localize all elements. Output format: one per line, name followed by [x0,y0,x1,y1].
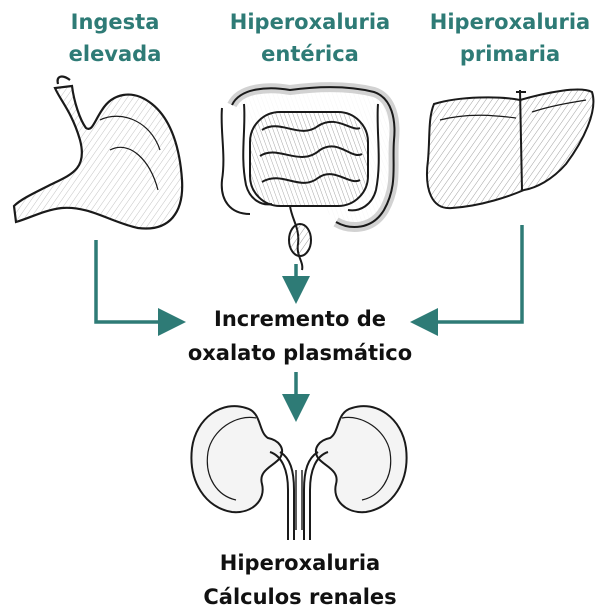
stomach-icon [14,77,182,229]
kidneys-icon [191,406,406,540]
label-enteric: Hiperoxaluria entérica [205,6,415,70]
label-outcome-line2: Cálculos renales [170,580,430,614]
arrow-from-primary [424,225,522,322]
label-primary-line2: primaria [420,38,600,70]
label-outcome-line1: Hiperoxaluria [170,546,430,580]
label-primary-line1: Hiperoxaluria [420,6,600,38]
arrow-from-intake [96,240,172,322]
label-enteric-line1: Hiperoxaluria [205,6,415,38]
intestine-icon [222,87,395,270]
label-intake: Ingesta elevada [40,6,190,70]
label-center-line1: Incremento de [170,302,430,336]
label-intake-line2: elevada [40,38,190,70]
label-primary: Hiperoxaluria primaria [420,6,600,70]
label-center-line2: oxalato plasmático [170,336,430,370]
label-intake-line1: Ingesta [40,6,190,38]
label-center: Incremento de oxalato plasmático [170,302,430,370]
label-enteric-line2: entérica [205,38,415,70]
liver-icon [427,90,593,209]
label-outcome: Hiperoxaluria Cálculos renales [170,546,430,614]
